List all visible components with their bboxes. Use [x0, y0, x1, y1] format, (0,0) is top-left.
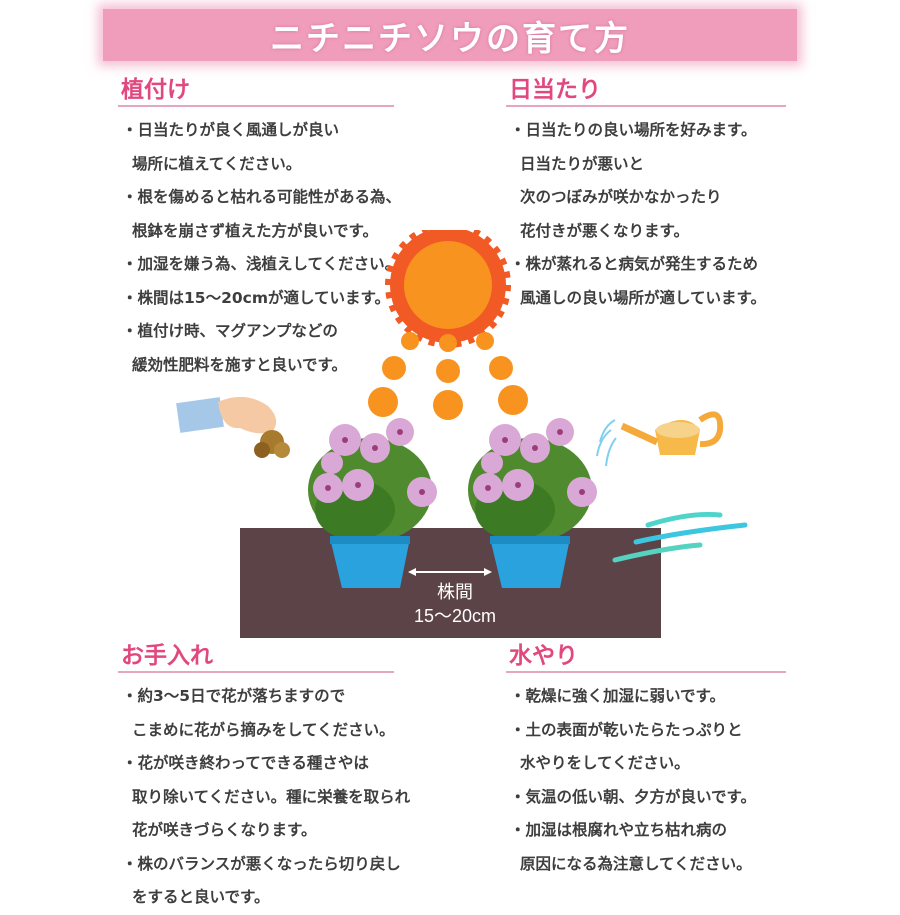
section-sun: 日当たり ・日当たりの良い場所を好みます。 日当たりが悪いと 次のつぼみが咲かな… [506, 75, 786, 315]
title-banner: ニチニチソウの育て方 [103, 9, 797, 61]
wind-icon [612, 511, 748, 563]
spacing-arrow [408, 568, 492, 576]
section-lines: ・乾燥に強く加湿に弱いです。 ・土の表面が乾いたらたっぷりと 水やりをしてくださ… [506, 680, 786, 881]
section-care: お手入れ ・約3～5日で花が落ちますので こまめに花がら摘みをしてください。 ・… [118, 641, 411, 915]
text-line: ・株のバランスが悪くなったら切り戻し [122, 854, 401, 873]
text-line: ・日当たりの良い場所を好みます。 [510, 121, 757, 139]
section-lines: ・約3～5日で花が落ちますので こまめに花がら摘みをしてください。 ・花が咲き終… [118, 680, 411, 915]
text-line: ・土の表面が乾いたらたっぷりと [510, 720, 743, 739]
text-line: をすると良いです。 [132, 888, 270, 906]
section-planting: 植付け ・日当たりが良く風通しが良い 場所に植えてください。 ・根を傷めると枯れ… [118, 75, 402, 382]
text-line: ・加湿は根腐れや立ち枯れ病の [510, 821, 728, 839]
text-line: ・根を傷めると枯れる可能性がある為、 [122, 188, 402, 206]
sun-rays-dots [368, 332, 528, 420]
text-line: ・植付け時、マグアンプなどの [122, 322, 338, 340]
section-lines: ・日当たりが良く風通しが良い 場所に植えてください。 ・根を傷めると枯れる可能性… [118, 114, 402, 382]
text-line: 根鉢を崩さず植えた方が良いです。 [132, 221, 378, 240]
text-line: 日当たりが悪いと [520, 154, 645, 173]
spacing-label: 株間 15～20cm [395, 580, 515, 628]
hand-fertilizer-icon [176, 396, 290, 458]
section-water: 水やり ・乾燥に強く加湿に弱いです。 ・土の表面が乾いたらたっぷりと 水やりをし… [506, 641, 786, 881]
text-line: こまめに花がら摘みをしてください。 [132, 720, 395, 739]
text-line: ・加湿を嫌う為、浅植えしてください。 [122, 255, 401, 273]
text-line: 花付きが悪くなります。 [520, 221, 689, 240]
section-lines: ・日当たりの良い場所を好みます。 日当たりが悪いと 次のつぼみが咲かなかったり … [506, 114, 786, 315]
text-line: 原因になる為注意してください。 [520, 854, 752, 873]
text-line: ・花が咲き終わってできる種さやは [122, 754, 369, 772]
section-title: 植付け [118, 75, 394, 107]
watering-can-icon [596, 411, 724, 467]
text-line: 取り除いてください。種に栄養を取られ [132, 787, 411, 806]
section-title: お手入れ [118, 641, 394, 673]
text-line: 次のつぼみが咲かなかったり [520, 188, 722, 206]
care-illustration [176, 230, 748, 638]
text-line: 水やりをしてください。 [520, 754, 690, 772]
spacing-label-title: 株間 [437, 582, 473, 602]
flower-pot-icon [308, 418, 597, 588]
text-line: ・約3～5日で花が落ちますので [122, 687, 346, 705]
page-title: ニチニチソウの育て方 [270, 18, 630, 59]
section-title: 日当たり [506, 75, 786, 107]
sun-icon [385, 230, 511, 348]
text-line: 緩効性肥料を施すと良いです。 [132, 355, 347, 374]
spacing-label-value: 15～20cm [413, 606, 497, 626]
text-line: ・株間は15～20cmが適しています。 [122, 288, 390, 307]
text-line: ・乾燥に強く加湿に弱いです。 [510, 687, 725, 705]
text-line: ・日当たりが良く風通しが良い [122, 121, 340, 139]
text-line: ・株が蒸れると病気が発生するため [510, 255, 759, 273]
text-line: 風通しの良い場所が適しています。 [520, 288, 766, 307]
text-line: ・気温の低い朝、夕方が良いです。 [510, 787, 756, 806]
text-line: 場所に植えてください。 [132, 154, 302, 173]
text-line: 花が咲きづらくなります。 [132, 821, 317, 839]
soil-block [240, 528, 661, 638]
section-title: 水やり [506, 641, 786, 673]
